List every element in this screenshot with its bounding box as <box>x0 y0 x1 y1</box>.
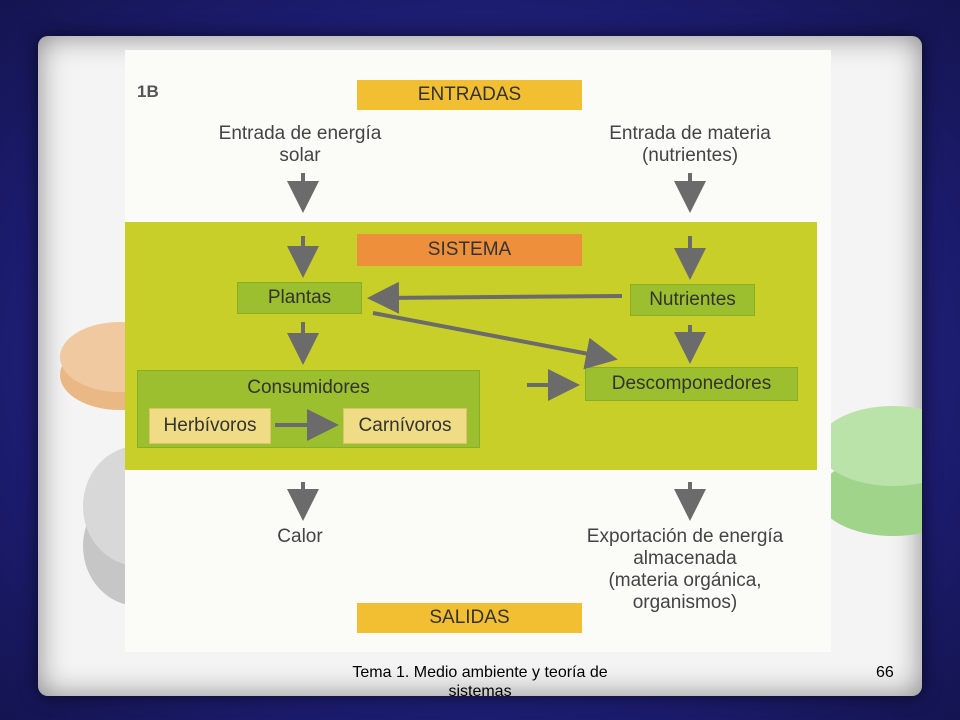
page-number: 66 <box>876 664 894 681</box>
node-plants: Plantas <box>237 282 362 314</box>
export-line-2: almacenada <box>633 548 737 569</box>
matter-input-line-2: (nutrientes) <box>641 145 739 166</box>
export-line-1: Exportación de energía <box>586 526 784 547</box>
output-export: Exportación de energía almacenada (mater… <box>550 526 820 614</box>
matter-input-label: Entrada de materia (nutrientes) <box>565 123 815 167</box>
arrow-plants-to-decomposers <box>372 311 618 370</box>
flow-arrows <box>275 173 706 521</box>
node-herbivores: Herbívoros <box>149 408 271 444</box>
node-decomposers: Descomponedores <box>585 367 798 401</box>
system-header: SISTEMA <box>357 234 582 266</box>
outputs-header: SALIDAS <box>357 603 582 633</box>
energy-input-line-1: Entrada de energía <box>218 123 382 144</box>
matter-input-line-1: Entrada de materia <box>609 123 771 144</box>
export-line-3: (materia orgánica, <box>608 570 762 591</box>
inputs-header: ENTRADAS <box>357 80 582 110</box>
node-carnivores: Carnívoros <box>343 408 467 444</box>
consumers-label: Consumidores <box>247 377 370 398</box>
output-heat: Calor <box>277 526 323 547</box>
decorative-disc-green <box>818 406 922 486</box>
energy-input-label: Entrada de energía solar <box>185 123 415 167</box>
node-nutrients: Nutrientes <box>630 284 755 316</box>
export-line-4: organismos) <box>632 592 738 613</box>
arrow-nutrients-to-plants <box>367 281 623 314</box>
figure-id: 1B <box>137 82 159 101</box>
diagram-image: 1B ENTRADAS Entrada de energía solar Ent… <box>125 50 831 652</box>
footer-title: Tema 1. Medio ambiente y teoría de siste… <box>352 664 608 700</box>
energy-input-line-2: solar <box>279 145 321 166</box>
